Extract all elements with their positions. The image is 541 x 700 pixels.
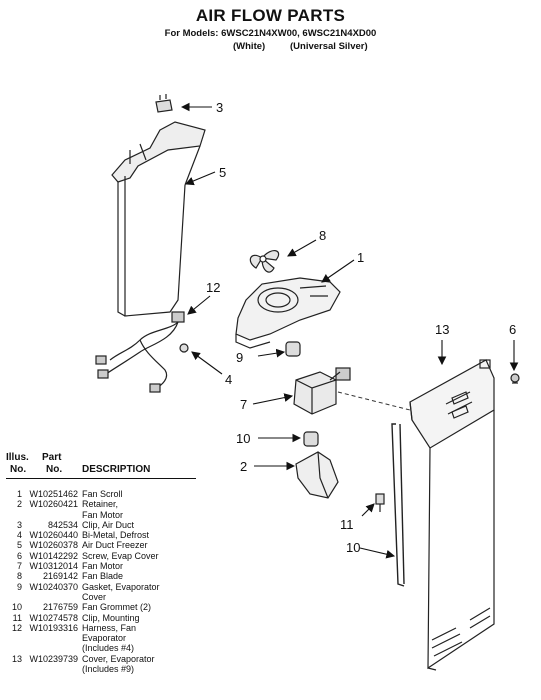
part-description: Fan Scroll (82, 489, 123, 499)
illus-no: 3 (16, 519, 22, 530)
air-duct-clip-part (155, 94, 173, 113)
table-row: 2 W10260421 Retainer, Fan Motor (6, 499, 196, 520)
table-row: 7 W10312014 Fan Motor (6, 561, 196, 571)
illus-no: 9 (16, 581, 22, 592)
evap-cover-screw-part (510, 373, 520, 384)
callout-11: 11 (340, 517, 354, 532)
illus-no: 11 (12, 612, 22, 623)
part-description: Harness, Fan Evaporator (Includes #4) (82, 622, 137, 654)
part-no: 842534 (47, 519, 78, 530)
page-title: AIR FLOW PARTS (195, 6, 346, 25)
illus-no: 5 (16, 540, 22, 551)
callout-10-lower: 10 (236, 431, 250, 446)
mounting-clip-part (375, 493, 385, 512)
part-no: W10260440 (29, 530, 78, 541)
part-no: W10260378 (29, 540, 78, 551)
illus-no: 12 (11, 622, 22, 633)
table-row: 6 W10142292 Screw, Evap Cover (6, 551, 196, 561)
part-no: W10274578 (29, 612, 78, 623)
table-row: 10 2176759 Fan Grommet (2) (6, 602, 196, 612)
header-part-no: No. (46, 464, 63, 475)
callout-9: 10 (346, 540, 360, 555)
variant-white: (White) (233, 41, 266, 52)
parts-table-rows: 1 W10251462 Fan Scroll 2 W10260421 Retainer,… (6, 489, 196, 674)
table-row: 3 842534 Clip, Air Duct (6, 520, 196, 530)
evaporator-gasket-part (391, 423, 405, 587)
callout-1: 1 (357, 250, 364, 265)
air-duct-freezer-part (111, 121, 206, 317)
table-row: 11 W10274578 Clip, Mounting (6, 613, 196, 623)
part-description: Bi-Metal, Defrost (82, 530, 150, 541)
part-description: Air Duct Freezer (82, 540, 148, 551)
parts-table-header: Illus. No. Part No. DESCRIPTION (6, 452, 196, 479)
part-no: 2169142 (42, 571, 78, 582)
fan-motor-part (293, 367, 351, 415)
callout-leaders (180, 102, 519, 559)
part-no: W10193316 (29, 622, 78, 633)
illus-no: 7 (16, 561, 22, 572)
callout-10-upper: 9 (236, 350, 243, 365)
part-no: W10239739 (29, 653, 78, 664)
callout-12: 12 (206, 280, 220, 295)
header-illus: Illus. (6, 452, 29, 463)
table-row: 8 2169142 Fan Blade (6, 571, 196, 581)
part-description: Cover, Evaporator (Includes #9) (82, 653, 155, 675)
callout-4: 4 (225, 372, 232, 387)
fan-scroll-part (235, 277, 341, 349)
part-no: W10251462 (29, 489, 78, 499)
illus-no: 8 (16, 571, 22, 582)
part-no: W10142292 (29, 550, 78, 561)
part-description: Fan Grommet (2) (82, 602, 152, 613)
part-description: Clip, Air Duct (82, 519, 135, 530)
illus-no: 4 (16, 530, 22, 541)
part-no: W10260421 (29, 499, 78, 510)
callout-8: 8 (319, 228, 326, 243)
callout-2: 2 (240, 459, 247, 474)
part-description: Gasket, Evaporator Cover (82, 581, 160, 602)
evaporator-cover-part (409, 359, 495, 671)
illus-no: 13 (11, 653, 22, 664)
table-row: 12 W10193316 Harness, Fan Evaporator (Incl… (6, 623, 196, 654)
part-no: W10312014 (29, 561, 78, 572)
callout-6: 6 (509, 322, 516, 337)
illus-no: 6 (16, 550, 22, 561)
part-description: Retainer, Fan Motor (82, 499, 124, 520)
part-description: Fan Motor (82, 561, 124, 572)
part-description: Clip, Mounting (82, 612, 140, 623)
model-numbers: For Models: 6WSC21N4XW00, 6WSC21N4XD00 (164, 28, 377, 39)
fan-grommet-lower-part (303, 431, 319, 447)
header-description: DESCRIPTION (82, 464, 151, 475)
fan-harness-part (95, 311, 189, 393)
part-description: Screw, Evap Cover (82, 550, 159, 561)
callout-7: 7 (240, 397, 247, 412)
illus-no: 1 (16, 489, 22, 499)
table-row: 4 W10260440 Bi-Metal, Defrost (6, 530, 196, 540)
variant-silver: (Universal Silver) (290, 41, 368, 52)
callout-13: 13 (435, 322, 449, 337)
header-illus-no: No. (10, 464, 27, 475)
callout-3: 3 (216, 100, 223, 115)
fan-blade-part (249, 250, 280, 273)
motor-retainer-part (295, 451, 339, 499)
part-no: 2176759 (42, 602, 78, 613)
table-row: 9 W10240370 Gasket, Evaporator Cover (6, 582, 196, 603)
fan-grommet-upper-part (285, 341, 301, 357)
part-description: Fan Blade (82, 571, 124, 582)
illus-no: 2 (16, 499, 22, 510)
parts-table: Illus. No. Part No. DESCRIPTION 1 W102514… (6, 452, 196, 674)
callout-5: 5 (219, 165, 226, 180)
table-row: 5 W10260378 Air Duct Freezer (6, 540, 196, 550)
table-row: 13 W10239739 Cover, Evaporator (Includes #… (6, 654, 196, 675)
table-row: 1 W10251462 Fan Scroll (6, 489, 196, 499)
header-part: Part (42, 452, 62, 463)
illus-no: 10 (11, 602, 22, 613)
part-no: W10240370 (29, 581, 78, 592)
